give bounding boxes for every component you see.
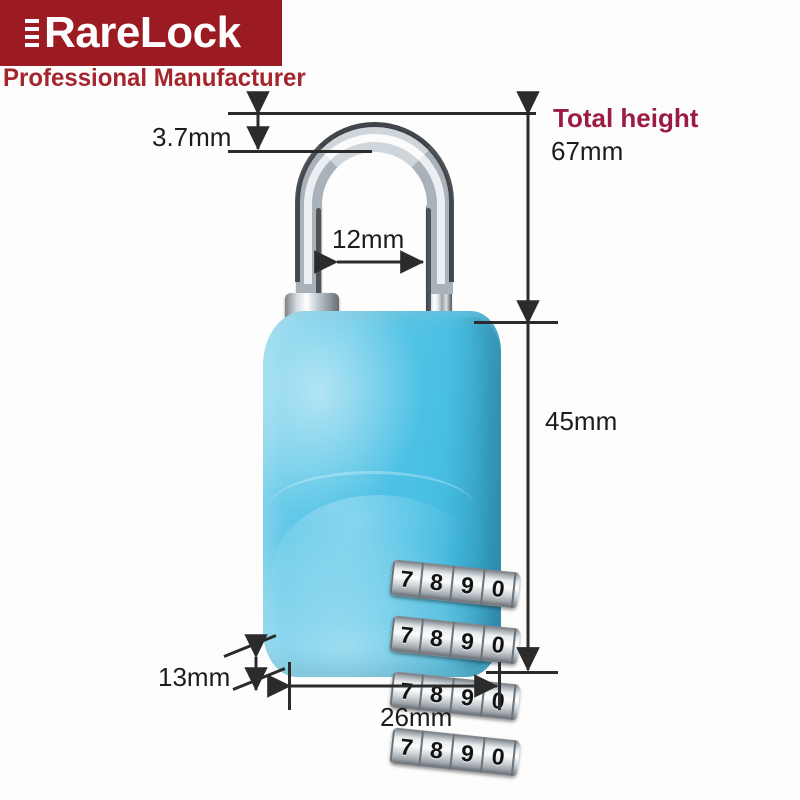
brand-banner: RareLock <box>0 0 282 66</box>
brand-tagline: Professional Manufacturer <box>3 64 306 92</box>
combination-dial[interactable]: 7 8 9 0 <box>389 727 521 777</box>
label-body-thickness: 13mm <box>158 662 231 692</box>
extension-line-shackle-thickness <box>228 150 372 153</box>
dial-digit: 0 <box>481 569 517 609</box>
dial-digit: 7 <box>389 727 425 767</box>
lock-body: 7 8 9 0 7 8 9 0 7 8 9 0 7 <box>263 311 521 777</box>
label-body-width: 26mm <box>380 702 453 732</box>
extension-line-body-bottom <box>486 671 558 674</box>
label-total-height: 67mm <box>551 136 624 166</box>
extension-line-width-left <box>288 662 291 710</box>
dial-digit: 9 <box>451 733 486 773</box>
shackle-right-arm-edge <box>426 208 431 398</box>
label-shackle-clearance: 12mm <box>332 224 405 254</box>
label-shackle-thickness: 3.7mm <box>152 122 232 152</box>
combination-dial[interactable]: 7 8 9 0 <box>389 615 521 665</box>
dial-digit: 7 <box>389 559 425 599</box>
shackle-bow-shadow <box>295 122 454 282</box>
extension-line-shackle-top <box>228 112 536 115</box>
key-teeth-icon <box>25 17 41 49</box>
label-body-height: 45mm <box>545 406 618 436</box>
extension-line-width-right <box>498 662 501 710</box>
dial-digit: 0 <box>481 625 517 665</box>
dial-digit: 8 <box>420 562 455 602</box>
label-total-height-title: Total height <box>553 103 699 133</box>
dial-digit: 7 <box>389 615 425 655</box>
extension-line-body-top <box>474 321 558 324</box>
dial-digit: 9 <box>451 565 486 605</box>
lock-body-crease <box>269 471 475 544</box>
dial-digit: 9 <box>451 677 486 717</box>
shackle-bow-highlight <box>304 134 445 284</box>
padlock-illustration: 7 8 9 0 7 8 9 0 7 8 9 0 7 <box>255 115 525 777</box>
dial-digit: 9 <box>451 621 486 661</box>
dial-digit: 8 <box>420 618 455 658</box>
dial-digit: 0 <box>481 737 517 777</box>
combination-dial[interactable]: 7 8 9 0 <box>389 559 521 609</box>
shackle <box>295 120 454 440</box>
dial-digit: 8 <box>420 730 455 770</box>
brand-name: RareLock <box>44 8 241 57</box>
